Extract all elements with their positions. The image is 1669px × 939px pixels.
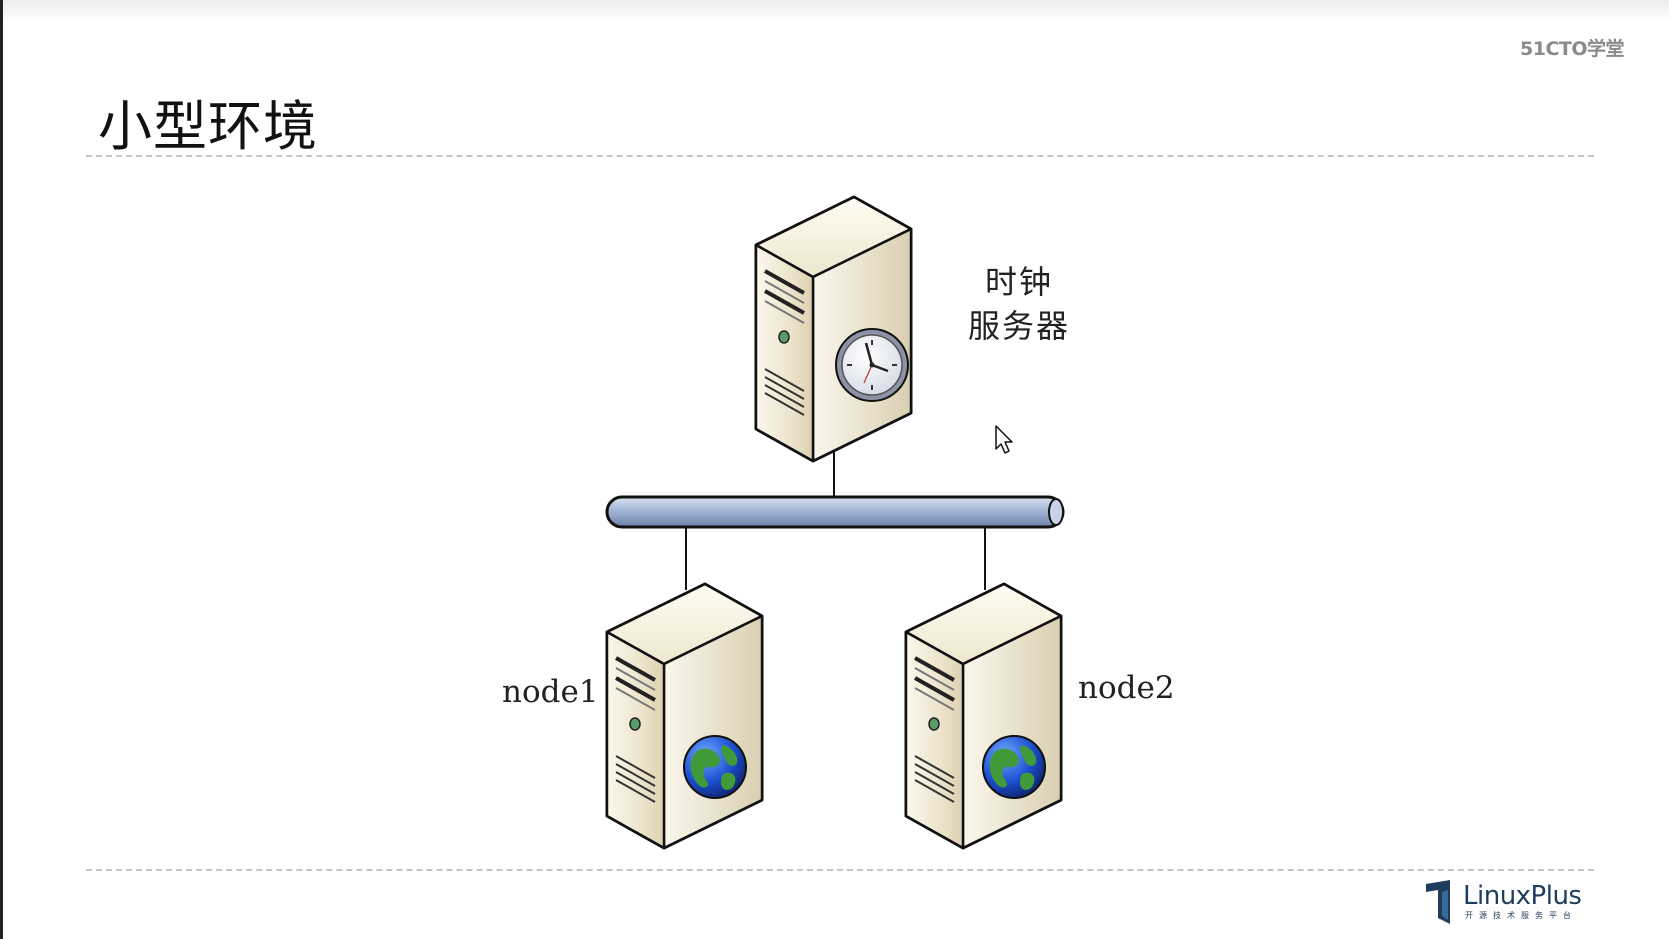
mouse-cursor-icon bbox=[995, 425, 1013, 454]
globe-icon bbox=[683, 735, 747, 799]
clock-icon bbox=[835, 328, 909, 402]
node1-label: node1 bbox=[502, 674, 599, 710]
network-bus bbox=[605, 495, 1065, 529]
clock-server-label: 时钟 服务器 bbox=[968, 260, 1070, 348]
top-divider bbox=[86, 155, 1594, 157]
clock-server-label-line2: 服务器 bbox=[968, 307, 1071, 345]
node1-server-icon bbox=[605, 582, 764, 850]
brand-tagline: 开源技术服务平台 bbox=[1465, 911, 1577, 920]
window-left-edge bbox=[0, 0, 3, 939]
clock-server-icon bbox=[754, 195, 913, 463]
linuxplus-logo-icon bbox=[1426, 880, 1450, 924]
slide-title: 小型环境 bbox=[98, 95, 318, 158]
brand-name: LinuxPlus bbox=[1463, 881, 1582, 911]
node2-label: node2 bbox=[1078, 670, 1175, 706]
clock-server-label-line1: 时钟 bbox=[985, 263, 1054, 301]
globe-icon bbox=[982, 735, 1046, 799]
window-top-shade bbox=[0, 0, 1669, 22]
node2-server-icon bbox=[904, 582, 1063, 850]
watermark-51cto: 51CTO学堂 bbox=[1520, 38, 1625, 60]
bottom-divider bbox=[86, 869, 1594, 871]
